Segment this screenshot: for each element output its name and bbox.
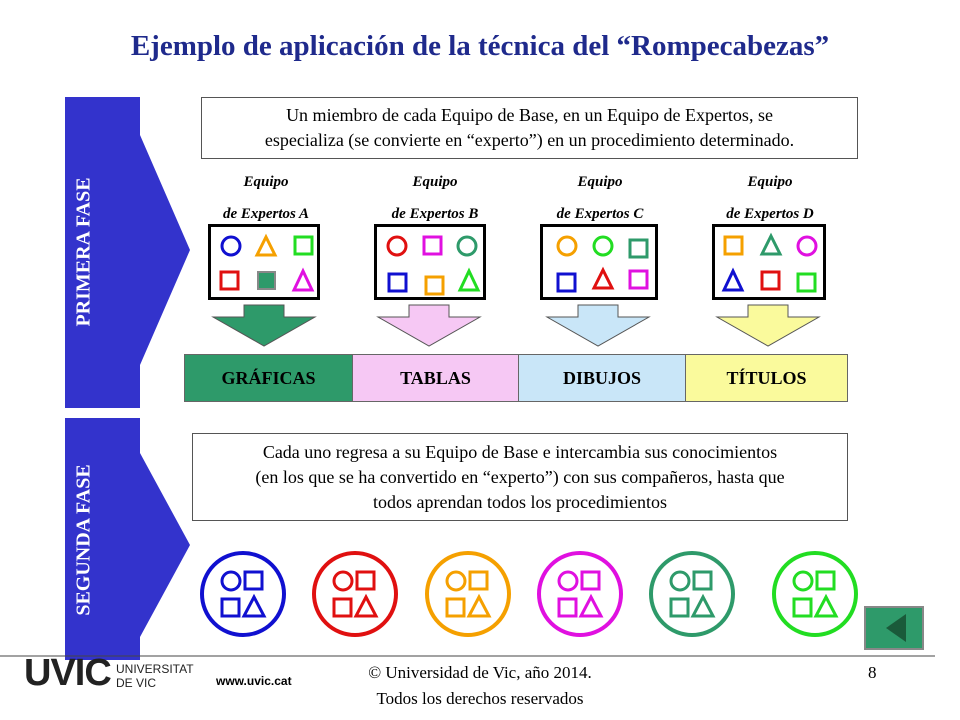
- base-team-3: [425, 551, 511, 637]
- square-icon: [422, 235, 443, 256]
- circle-icon: [220, 570, 242, 592]
- triangle-icon: [591, 266, 615, 290]
- square-icon: [257, 271, 276, 290]
- category-dibujos: DIBUJOS: [518, 354, 686, 402]
- triangle-icon: [690, 593, 716, 618]
- triangle-icon: [457, 267, 481, 292]
- base-team-4: [537, 551, 623, 637]
- phase2-description: Cada uno regresa a su Equipo de Base e i…: [192, 433, 848, 521]
- square-icon: [220, 597, 241, 618]
- square-icon: [792, 597, 813, 618]
- uvic-logo: UVIC UNIVERSITAT DE VIC: [24, 652, 194, 694]
- base-teams: [200, 551, 858, 637]
- base-team-6: [772, 551, 858, 637]
- arrow-down-dibujos: [545, 304, 651, 347]
- circle-icon: [592, 235, 614, 257]
- square-icon: [760, 270, 781, 291]
- phase1-arrow: [65, 97, 190, 408]
- square-icon: [556, 272, 577, 293]
- circle-icon: [456, 235, 478, 257]
- square-icon: [580, 570, 601, 591]
- team-a-box: [208, 224, 320, 300]
- triangle-icon: [353, 593, 379, 618]
- square-icon: [815, 570, 836, 591]
- triangle-icon: [254, 233, 278, 257]
- base-team-2: [312, 551, 398, 637]
- square-icon: [445, 597, 466, 618]
- square-icon: [219, 270, 240, 291]
- circle-icon: [557, 570, 579, 592]
- circle-icon: [792, 570, 814, 592]
- triangle-icon: [578, 593, 604, 618]
- circle-icon: [556, 235, 578, 257]
- square-icon: [796, 272, 817, 293]
- category-tablas: TABLAS: [352, 354, 519, 402]
- square-icon: [628, 238, 649, 259]
- team-c-box: [540, 224, 658, 300]
- square-icon: [243, 570, 264, 591]
- phase1-description: Un miembro de cada Equipo de Base, en un…: [201, 97, 858, 159]
- page-number: 8: [868, 663, 877, 682]
- triangle-icon: [291, 267, 315, 292]
- circle-icon: [386, 235, 408, 257]
- phase2-arrow: [65, 418, 190, 660]
- arrow-left-icon: [886, 614, 906, 642]
- square-icon: [332, 597, 353, 618]
- team-b-box: [374, 224, 486, 300]
- square-icon: [387, 272, 408, 293]
- square-icon: [628, 269, 649, 290]
- circle-icon: [669, 570, 691, 592]
- page-title: Ejemplo de aplicación de la técnica del …: [130, 30, 830, 62]
- square-icon: [424, 275, 445, 296]
- square-icon: [355, 570, 376, 591]
- triangle-icon: [241, 593, 267, 618]
- square-icon: [557, 597, 578, 618]
- triangle-icon: [759, 232, 783, 256]
- triangle-icon: [721, 267, 745, 292]
- back-button[interactable]: [864, 606, 924, 650]
- circle-icon: [796, 235, 818, 257]
- category-titulos: TÍTULOS: [685, 354, 848, 402]
- arrow-down-titulos: [715, 304, 821, 347]
- website-link[interactable]: www.uvic.cat: [216, 674, 292, 688]
- square-icon: [723, 235, 744, 256]
- circle-icon: [220, 235, 242, 257]
- base-team-1: [200, 551, 286, 637]
- square-icon: [669, 597, 690, 618]
- circle-icon: [332, 570, 354, 592]
- copyright: © Universidad de Vic, año 2014. Todos lo…: [368, 663, 592, 708]
- circle-icon: [445, 570, 467, 592]
- team-d-box: [712, 224, 826, 300]
- arrow-down-graficas: [211, 304, 317, 347]
- square-icon: [692, 570, 713, 591]
- square-icon: [468, 570, 489, 591]
- base-team-5: [649, 551, 735, 637]
- square-icon: [293, 235, 314, 256]
- triangle-icon: [466, 593, 492, 618]
- triangle-icon: [813, 593, 839, 618]
- arrow-down-tablas: [376, 304, 482, 347]
- category-graficas: GRÁFICAS: [184, 354, 353, 402]
